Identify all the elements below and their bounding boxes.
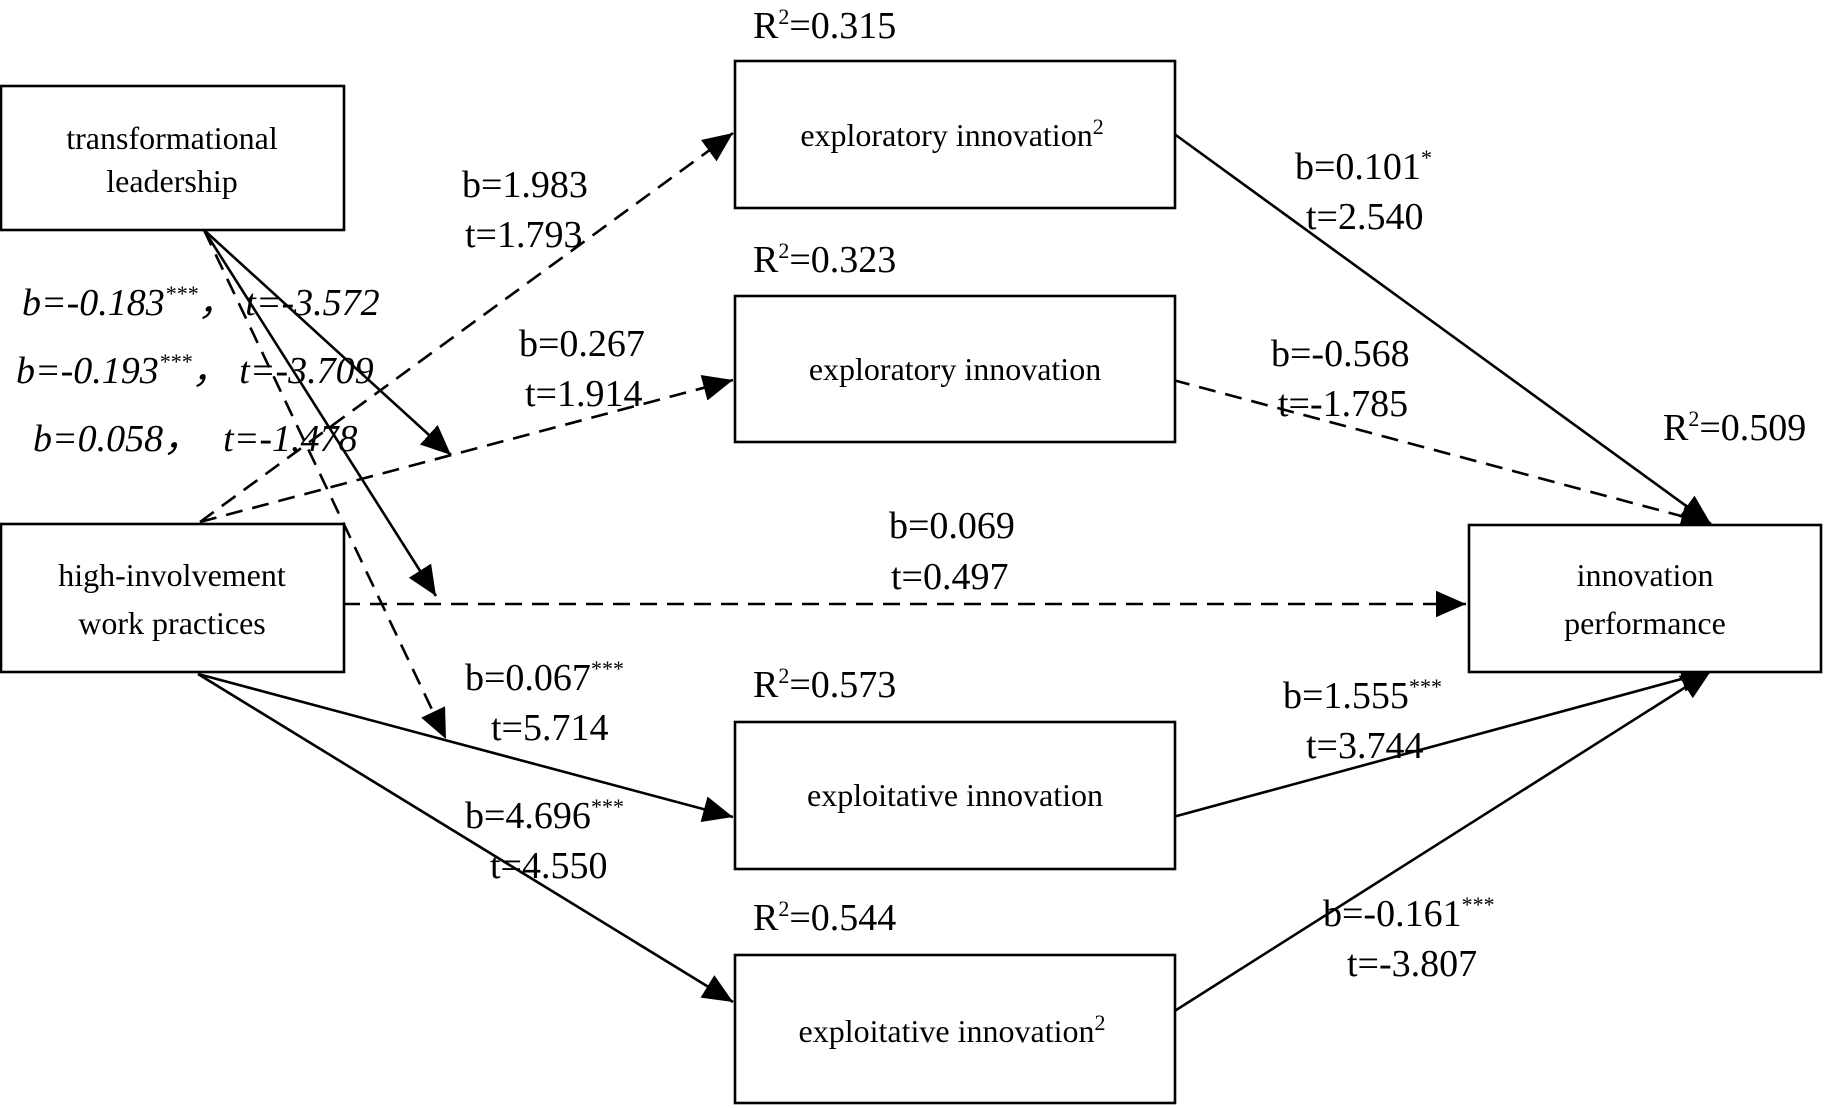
moderation-edge-2: [202, 229, 438, 597]
moderation-label-2: b=-0.193***， t=-3.709: [16, 349, 374, 392]
r2-exploratory: R2=0.323: [753, 238, 896, 281]
coef-hiwp-performance-b: b=0.069: [889, 505, 1015, 547]
moderation-label-3: b=0.058，t=-1.478: [33, 418, 358, 460]
edge-exploratory-to-performance: [1172, 378, 1712, 529]
edge-hiwp-to-exploratory: [199, 374, 734, 524]
edge-hiwp-to-exploitative: [197, 672, 734, 823]
coef-exploratory-performance-b: b=-0.568: [1271, 333, 1410, 375]
node-exploitative2-label: exploitative innovation2: [799, 1010, 1106, 1049]
edge-exploitative2-to-performance: [1172, 669, 1712, 1014]
node-perf-line2: performance: [1564, 605, 1726, 641]
r2-exploitative2: R2=0.544: [753, 896, 896, 939]
node-perf-line1: innovation: [1577, 557, 1714, 593]
coef-hiwp-exploratory-t: t=1.914: [525, 373, 643, 415]
node-exploratory-label: exploratory innovation: [809, 351, 1101, 387]
node-tl-line1: transformational: [66, 120, 278, 156]
node-tl-line2: leadership: [106, 163, 238, 199]
edge-hiwp-to-exploitative2: [197, 672, 734, 1004]
coef-hiwp-performance-t: t=0.497: [891, 556, 1009, 598]
node-hiwp-line1: high-involvement: [58, 557, 286, 593]
r2-exploratory2: R2=0.315: [753, 4, 896, 47]
coef-hiwp-exploratory2-b: b=1.983: [462, 164, 588, 206]
coef-hiwp-exploratory2-t: t=1.793: [465, 214, 583, 256]
node-high-involvement-work-practices: high-involvement work practices: [0, 522, 346, 674]
r2-performance: R2=0.509: [1663, 406, 1806, 449]
moderation-edge-3: [202, 229, 448, 740]
coef-hiwp-exploitative-b: b=0.067***: [465, 656, 624, 699]
node-exploitative-innovation-squared: exploitative innovation2: [733, 953, 1177, 1105]
node-exploratory2-label: exploratory innovation2: [800, 114, 1103, 153]
node-transformational-leadership: transformational leadership: [0, 84, 346, 232]
moderation-label-1: b=-0.183***， t=-3.572: [22, 281, 380, 324]
node-hiwp-line2: work practices: [78, 605, 265, 641]
coef-exploratory2-performance-b: b=0.101*: [1295, 145, 1432, 188]
node-exploratory-innovation: exploratory innovation: [733, 294, 1177, 444]
node-innovation-performance: innovation performance: [1467, 523, 1823, 674]
edge-exploitative-to-performance: [1172, 666, 1712, 819]
coef-hiwp-exploitative2-t: t=4.550: [490, 845, 608, 887]
coef-exploitative2-performance-b: b=-0.161***: [1323, 892, 1495, 935]
coef-hiwp-exploitative2-b: b=4.696***: [465, 794, 624, 837]
edge-hiwp-to-exploratory2: [199, 131, 734, 524]
coef-exploratory-performance-t: t=-1.785: [1278, 383, 1408, 425]
node-exploratory-innovation-squared: exploratory innovation2: [733, 59, 1177, 210]
node-exploitative-label: exploitative innovation: [807, 777, 1103, 813]
r2-exploitative: R2=0.573: [753, 663, 896, 706]
coef-hiwp-exploratory-b: b=0.267: [519, 323, 645, 365]
coef-exploratory2-performance-t: t=2.540: [1306, 196, 1424, 238]
coef-exploitative2-performance-t: t=-3.807: [1347, 943, 1477, 985]
moderation-edge-1: [203, 229, 452, 456]
edge-exploratory2-to-performance: [1172, 131, 1712, 526]
coef-hiwp-exploitative-t: t=5.714: [491, 707, 609, 749]
node-exploitative-innovation: exploitative innovation: [733, 720, 1177, 871]
coef-exploitative-performance-b: b=1.555***: [1283, 674, 1442, 717]
coef-exploitative-performance-t: t=3.744: [1306, 725, 1424, 767]
